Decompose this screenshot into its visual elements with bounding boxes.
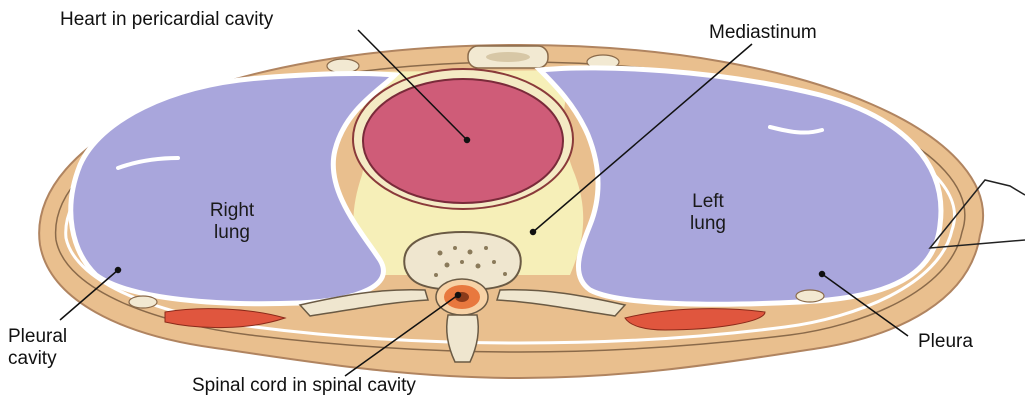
spinous-process [447,315,479,362]
spinal-cord-label: Spinal cord in spinal cavity [192,375,416,397]
right-lung-label: Right lung [182,200,282,244]
left-lung [540,68,941,304]
pleural-cavity-pointer-dot [116,268,121,273]
rib-oval-left-bottom [129,296,157,308]
pleura-pointer-dot [820,272,825,277]
right-lung-label-line2: lung [182,222,282,244]
heart-label: Heart in pericardial cavity [60,9,273,31]
pleura-label: Pleura [918,331,973,353]
pleural-cavity-label-line1: Pleural [8,326,67,348]
right-lung-label-line1: Right [182,200,282,222]
pleural-cavity-label: Pleural cavity [8,326,67,370]
pleural-cavity-label-line2: cavity [8,348,67,370]
sternum-marrow [486,52,530,62]
mediastinum-label: Mediastinum [709,22,817,44]
spinal-cord-pointer-dot [456,293,461,298]
heart-pointer-dot [465,138,470,143]
rib-oval-left-top [327,59,359,73]
mediastinum-pointer-dot [531,230,536,235]
left-lung-label-line2: lung [658,213,758,235]
left-lung-label-line1: Left [658,191,758,213]
heart [363,79,563,203]
left-lung-label: Left lung [658,191,758,235]
rib-oval-right-bottom [796,290,824,302]
